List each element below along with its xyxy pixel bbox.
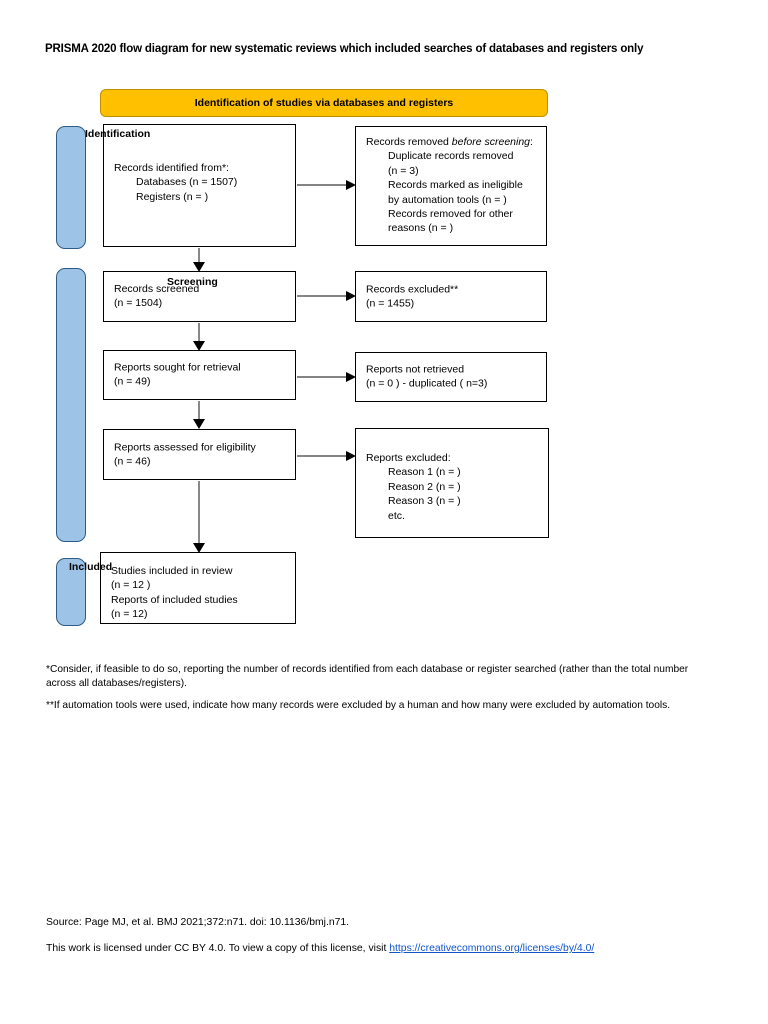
records-screened-count: (n = 1504) — [114, 297, 163, 310]
records-removed-prefix: Records removed — [366, 136, 452, 148]
footnote-double-asterisk: **If automation tools were used, indicat… — [46, 700, 671, 711]
records-identified-line-1: Records identified from*: — [114, 162, 229, 174]
box-studies-included-in-review: Studies included in review (n = 12 ) Rep… — [100, 552, 296, 624]
page-title: PRISMA 2020 flow diagram for new systema… — [45, 43, 644, 55]
stage-label-included: Included — [69, 561, 113, 573]
stage-label-screening: Screening — [167, 276, 218, 288]
reports-included-label: Reports of included studies — [111, 593, 238, 606]
records-removed-emphasis: before screening — [451, 136, 531, 148]
box-reports-excluded: Reports excluded: Reason 1 (n = ) Reason… — [355, 428, 549, 538]
prisma-flow-diagram: Identification of studies via databases … — [56, 89, 549, 626]
reports-not-retrieved-count: (n = 0 ) - duplicated ( n=3) — [366, 378, 488, 390]
removed-other-reasons-line-2: reasons (n = ) — [388, 222, 454, 235]
license-url-link[interactable]: https://creativecommons.org/licenses/by/… — [389, 943, 595, 954]
box-records-identified: Records identified from*: Databases (n =… — [103, 124, 296, 247]
reports-excluded-reason-1: Reason 1 (n = ) — [388, 466, 461, 479]
duplicate-records-removed: Duplicate records removed — [388, 150, 514, 163]
records-excluded-label: Records excluded** — [366, 283, 459, 296]
reports-sought-label: Reports sought for retrieval — [114, 361, 241, 374]
records-excluded-count: (n = 1455) — [366, 297, 415, 310]
reports-excluded-label: Reports excluded: — [366, 452, 451, 464]
license-text: This work is licensed under CC BY 4.0. T… — [46, 943, 390, 954]
reports-assessed-count: (n = 46) — [114, 455, 151, 468]
studies-included-count: (n = 12 ) — [111, 579, 151, 592]
reports-excluded-reason-2: Reason 2 (n = ) — [388, 480, 461, 493]
stage-bar-identification — [56, 126, 86, 249]
box-records-removed-before-screening: Records removed before screening: Duplic… — [355, 126, 547, 246]
duplicate-records-count: (n = 3) — [388, 164, 419, 177]
source-citation: Source: Page MJ, et al. BMJ 2021;372:n71… — [46, 917, 350, 928]
reports-not-retrieved-label: Reports not retrieved — [366, 363, 465, 376]
reports-excluded-reason-3: Reason 3 (n = ) — [388, 495, 461, 508]
reports-excluded-etc: etc. — [388, 509, 405, 522]
box-records-screened: Records screened (n = 1504) — [103, 271, 296, 322]
records-removed-colon: : — [530, 136, 533, 148]
license-statement: This work is licensed under CC BY 4.0. T… — [46, 943, 594, 954]
records-identified-databases: Databases (n = 1507) — [136, 176, 238, 189]
studies-included-label: Studies included in review — [111, 565, 233, 577]
box-reports-not-retrieved: Reports not retrieved (n = 0 ) - duplica… — [355, 352, 547, 402]
records-identified-registers: Registers (n = ) — [136, 190, 209, 203]
reports-sought-count: (n = 49) — [114, 376, 151, 388]
box-reports-sought-for-retrieval: Reports sought for retrieval (n = 49) — [103, 350, 296, 400]
banner-identification-of-studies: Identification of studies via databases … — [100, 89, 548, 117]
reports-included-count: (n = 12) — [111, 608, 148, 621]
stage-label-identification: Identification — [85, 128, 151, 140]
footnote-single-asterisk: *Consider, if feasible to do so, reporti… — [46, 664, 689, 689]
flow-connectors — [193, 180, 356, 553]
stage-bar-included — [56, 558, 86, 626]
box-records-excluded: Records excluded** (n = 1455) — [355, 271, 547, 322]
ineligible-automation-line-1: Records marked as ineligible — [388, 179, 523, 192]
box-reports-assessed-for-eligibility: Reports assessed for eligibility (n = 46… — [103, 429, 296, 480]
reports-assessed-label: Reports assessed for eligibility — [114, 441, 256, 454]
ineligible-automation-line-2: by automation tools (n = ) — [388, 193, 507, 206]
removed-other-reasons-line-1: Records removed for other — [388, 208, 513, 221]
records-screened-label: Records screened — [114, 283, 200, 295]
stage-bar-screening — [56, 268, 86, 542]
